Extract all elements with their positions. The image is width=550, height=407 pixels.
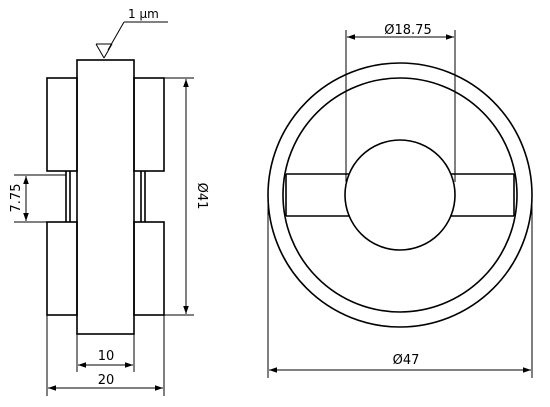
right-bottom-flange bbox=[133, 221, 165, 316]
diameter-41-dimension bbox=[164, 77, 194, 316]
total-width-label: 20 bbox=[98, 373, 115, 388]
gap-height-dimension bbox=[14, 174, 66, 223]
total-width-dimension bbox=[46, 315, 165, 396]
outer-dimension bbox=[267, 198, 533, 378]
front-view: Ø18.75 Ø47 bbox=[267, 23, 533, 378]
left-bottom-flange bbox=[46, 221, 78, 316]
left-top-flange bbox=[46, 77, 78, 172]
bore-dimension bbox=[345, 30, 456, 182]
hub-outline bbox=[76, 59, 135, 335]
inner-ring-circle bbox=[282, 77, 518, 313]
right-top-flange bbox=[133, 77, 165, 172]
side-view: 1 µm 7.75 Ø41 10 20 bbox=[9, 7, 209, 396]
inner-width-label: 10 bbox=[98, 349, 115, 364]
bore-circle bbox=[344, 139, 456, 251]
outer-diameter-label: Ø47 bbox=[393, 353, 420, 368]
inner-width-dimension bbox=[76, 334, 135, 372]
roughness-label: 1 µm bbox=[128, 7, 159, 21]
roughness-symbol bbox=[95, 21, 168, 59]
outer-circle bbox=[267, 62, 533, 328]
gap-height-label: 7.75 bbox=[9, 184, 24, 213]
diameter-41-label: Ø41 bbox=[194, 183, 209, 210]
bore-diameter-label: Ø18.75 bbox=[384, 23, 431, 38]
